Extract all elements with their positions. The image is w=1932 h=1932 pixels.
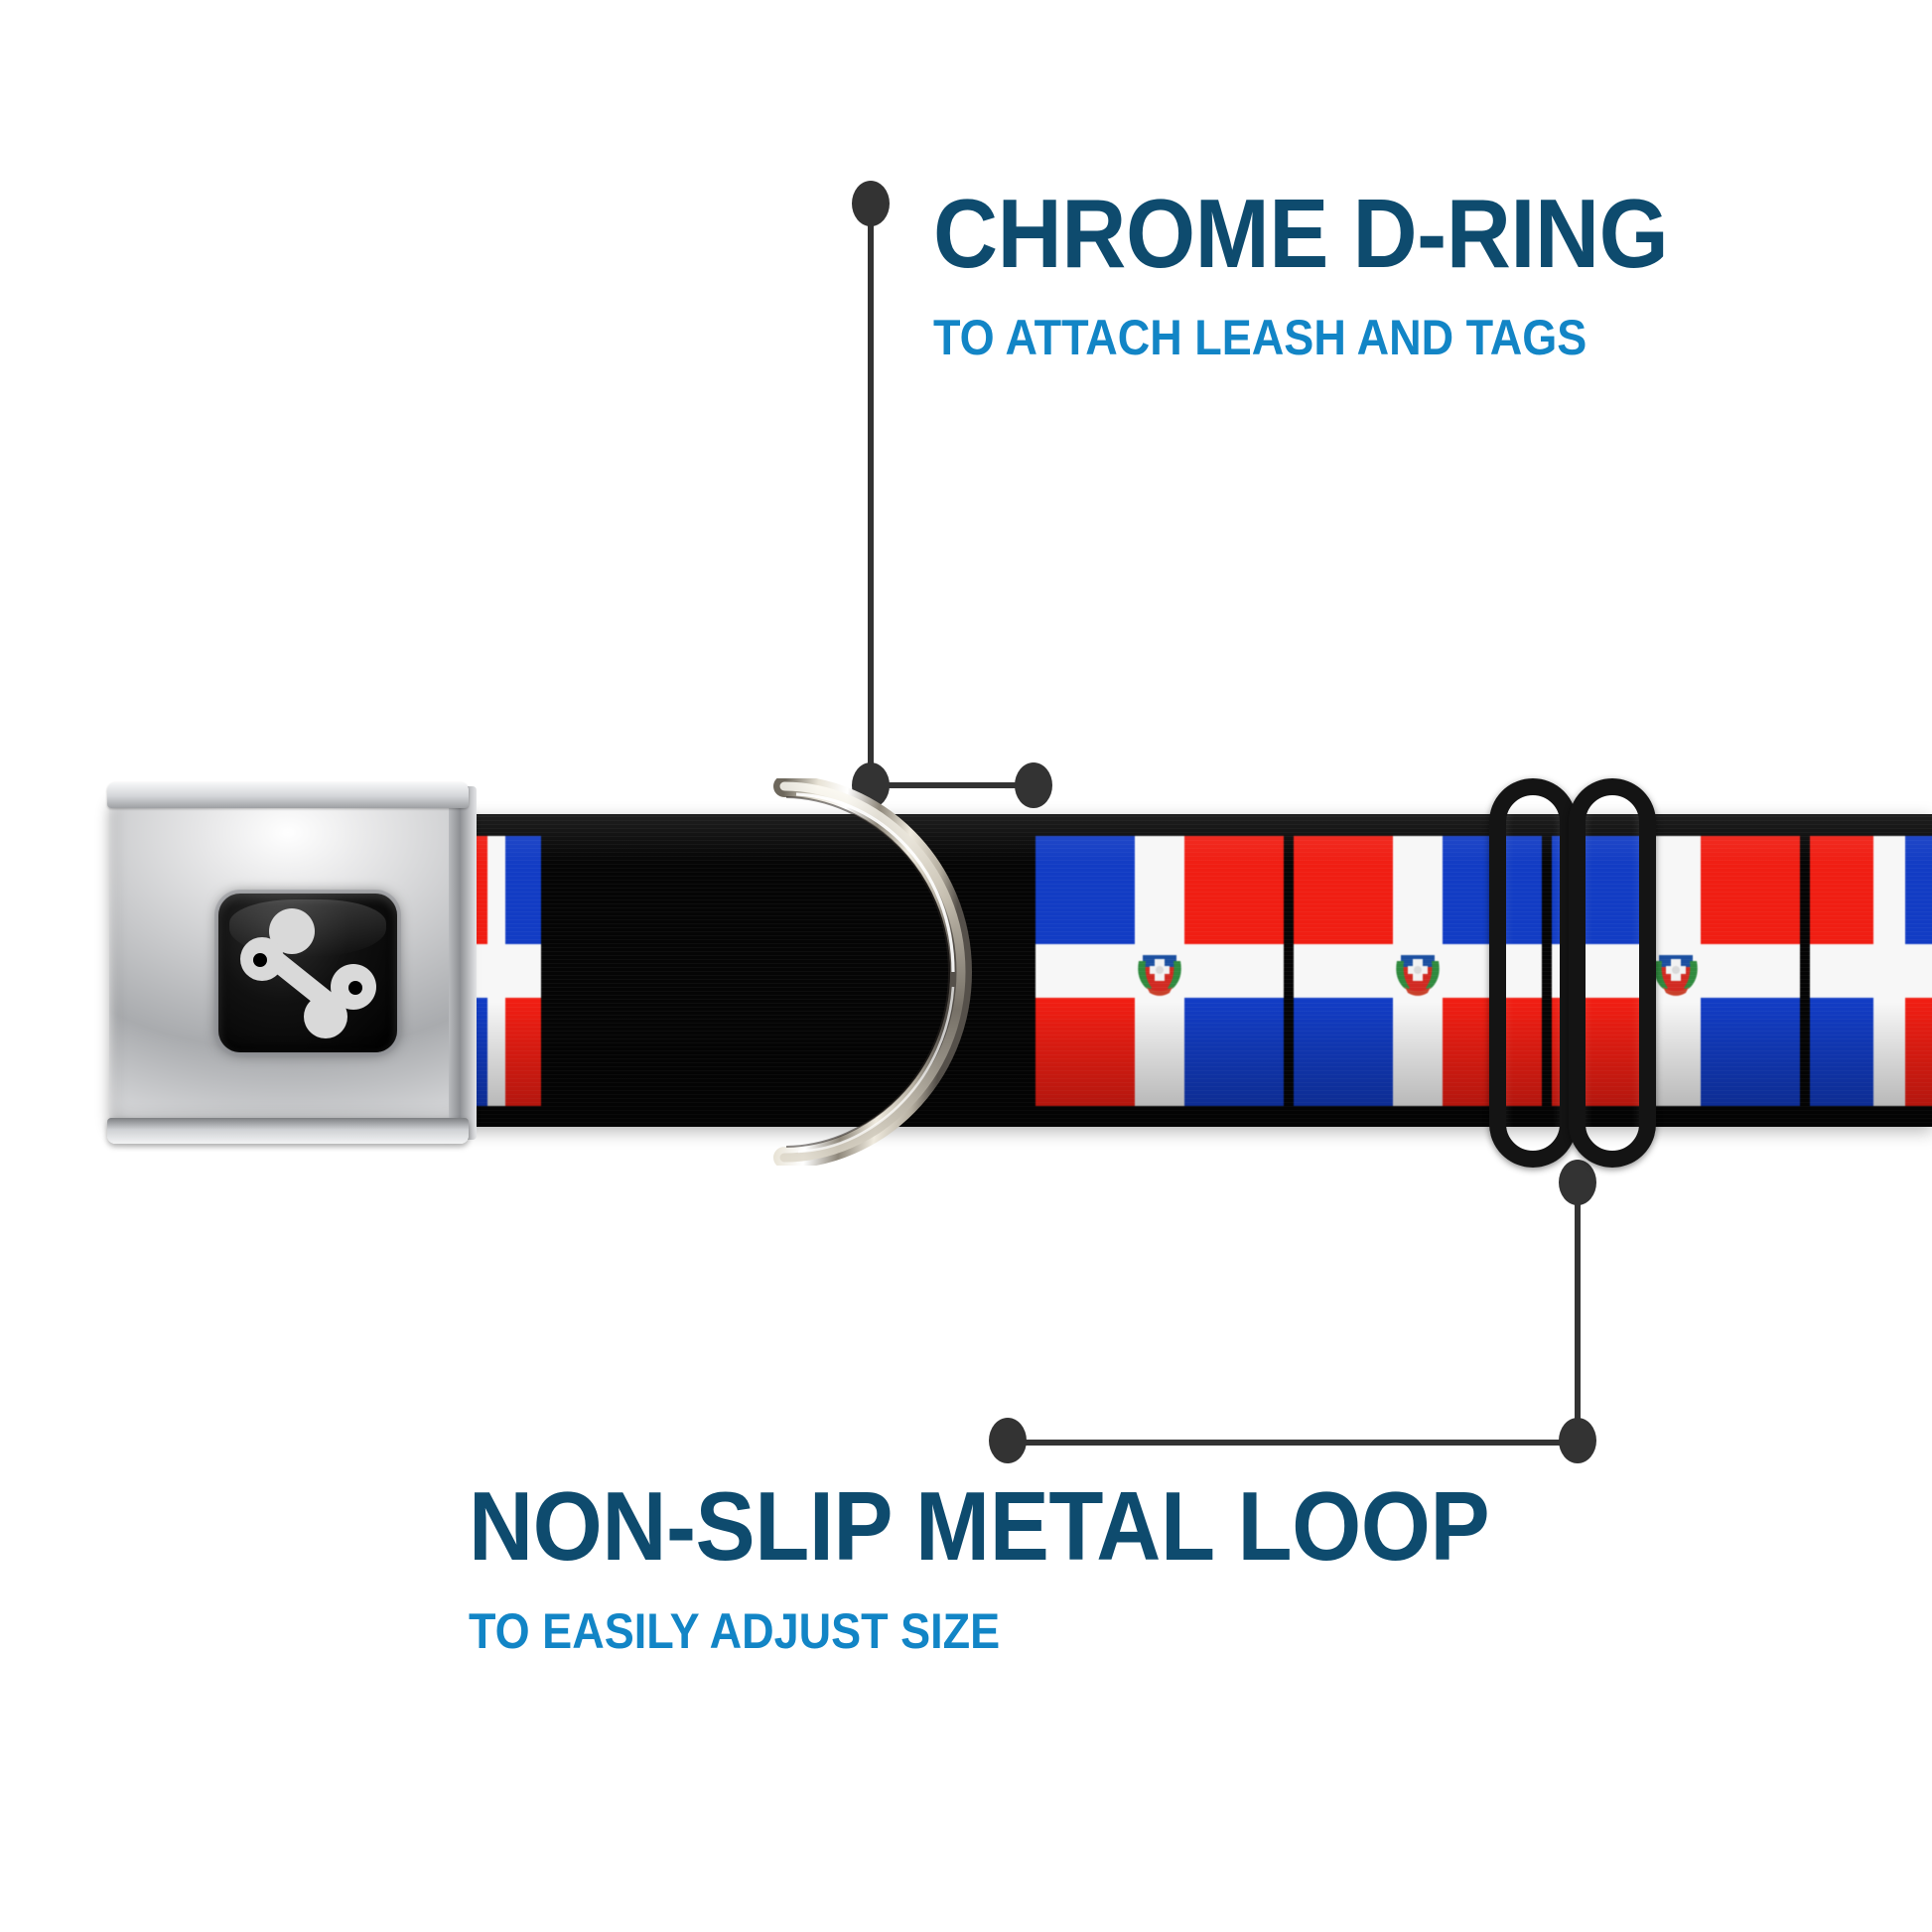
flag-crest-icon — [1137, 945, 1182, 997]
collar-strap — [452, 814, 1932, 1127]
callout-subtitle-chrome-d-ring: TO ATTACH LEASH AND TAGS — [933, 310, 1587, 365]
buckle-bottom-lip — [107, 1118, 469, 1144]
callout-dot-target-dring — [1015, 762, 1052, 808]
non-slip-metal-loop — [1489, 778, 1678, 1168]
callout-leader-vertical-loop — [1575, 1183, 1581, 1444]
buckle-top-lip — [107, 782, 469, 808]
callout-dot-target-loop — [1559, 1160, 1596, 1205]
metal-loop-bar-right — [1569, 778, 1656, 1168]
callout-subtitle-non-slip-metal-loop: TO EASILY ADJUST SIZE — [469, 1603, 1001, 1659]
callout-dot-end-loop — [989, 1418, 1027, 1463]
chrome-d-ring — [766, 775, 975, 1169]
buckle-right-edge — [449, 786, 477, 1140]
buckle-black-inset — [218, 894, 397, 1052]
flag-tile — [1035, 836, 1284, 1106]
seatbelt-buckle — [99, 764, 496, 1162]
flag-crest-icon — [1395, 945, 1441, 997]
callout-leader-horizontal-loop — [1007, 1440, 1581, 1446]
flag-tile — [1810, 836, 1932, 1106]
metal-loop-bar-left — [1489, 778, 1577, 1168]
callout-leader-vertical-dring — [868, 205, 874, 785]
callout-title-non-slip-metal-loop: NON-SLIP METAL LOOP — [469, 1471, 1490, 1581]
dog-bone-icon — [236, 907, 381, 1045]
callout-title-chrome-d-ring: CHROME D-RING — [933, 179, 1669, 288]
flag-crest-icon — [1653, 945, 1699, 997]
callout-leader-horizontal-dring — [868, 782, 1041, 788]
callout-dot-top-dring — [852, 181, 890, 226]
dog-collar-product-image — [0, 735, 1932, 1231]
callout-dot-corner-loop — [1559, 1418, 1596, 1463]
